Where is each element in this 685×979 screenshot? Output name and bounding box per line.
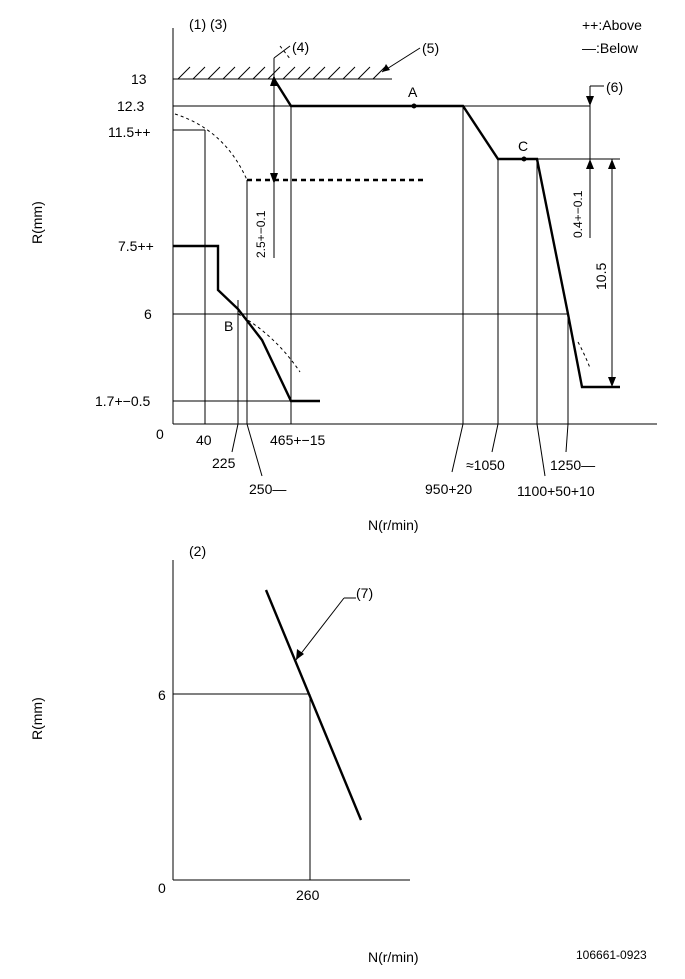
y-tick-11-5: 11.5++	[108, 124, 151, 140]
callout-7: (7)	[356, 585, 373, 601]
dim-0-4: 0.4+−0.1	[571, 190, 585, 238]
dim-6-arrow-top	[586, 96, 594, 106]
callout-5-arrow	[382, 64, 390, 72]
leader-1250	[565, 423, 569, 453]
y-axis-title-2: R(mm)	[29, 697, 45, 740]
x-tick-250: 250—	[249, 481, 286, 497]
dim-4-arrow-bottom	[270, 173, 278, 184]
x-tick-225: 225	[212, 455, 236, 471]
hatch-stopper	[177, 66, 386, 80]
y-tick-13: 13	[131, 71, 147, 87]
top-chart: (1) (3) ++:Above —:Below R(mm) 13 12.3 1…	[29, 16, 657, 533]
point-a-marker	[411, 103, 417, 109]
point-a: A	[408, 84, 418, 100]
dim-2-5: 2.5+−0.1	[254, 210, 268, 258]
point-b: B	[224, 318, 233, 334]
legend-below: —:Below	[582, 40, 639, 56]
bottom-chart: (2) R(mm) 6 0 (7) 260 N(r/min)	[29, 543, 419, 965]
y-axis-title: R(mm)	[29, 201, 45, 244]
dim-10-5: 10.5	[593, 263, 609, 290]
y-tick-1-7: 1.7+−0.5	[95, 393, 150, 409]
y-tick-6-b: 6	[158, 687, 166, 703]
notes-label: (1) (3)	[189, 16, 227, 32]
x-axis-title-2: N(r/min)	[368, 949, 419, 965]
y-tick-0-b: 0	[158, 880, 166, 896]
callout-4-leader	[273, 45, 291, 59]
notes-label-2: (2)	[189, 543, 206, 559]
x-tick-40: 40	[196, 432, 212, 448]
x-tick-465: 465+−15	[270, 432, 325, 448]
dim-10-5-arrow-top	[608, 159, 616, 169]
callout-6: (6)	[606, 79, 623, 95]
dashed-curve-upper	[174, 113, 248, 181]
leader-950	[451, 423, 464, 473]
lever-line	[264, 589, 363, 821]
callout-5: (5)	[422, 40, 439, 56]
point-c: C	[518, 138, 528, 154]
x-tick-1250: 1250—	[550, 457, 595, 473]
callout-7-leader	[295, 597, 345, 661]
y-tick-0: 0	[156, 426, 164, 442]
y-tick-7-5: 7.5++	[118, 238, 154, 254]
dim-4-arrow-top	[270, 75, 278, 86]
x-axis-title: N(r/min)	[368, 517, 419, 533]
dashed-curve-right	[577, 341, 591, 369]
full-load-curve	[272, 78, 620, 389]
leader-225	[231, 423, 239, 453]
leader-250	[246, 423, 263, 477]
x-tick-1100: 1100+50+10	[517, 483, 595, 499]
y-tick-6: 6	[144, 306, 152, 322]
callout-4: (4)	[292, 39, 309, 55]
callout-7-arrow	[296, 649, 304, 660]
point-c-marker	[521, 156, 527, 162]
doc-number: 106661-0923	[576, 948, 647, 962]
x-tick-260: 260	[296, 887, 320, 903]
dim-10-5-arrow-bottom	[608, 377, 616, 387]
leader-1100	[536, 423, 546, 477]
legend-above: ++:Above	[582, 17, 642, 33]
y-tick-12-3: 12.3	[117, 98, 144, 114]
dim-6-arrow-bottom	[586, 159, 594, 169]
dashed-curve-top	[279, 45, 292, 61]
leader-1050	[491, 423, 499, 453]
x-tick-950: 950+20	[425, 481, 472, 497]
idle-curve	[173, 244, 320, 403]
x-tick-1050: ≈1050	[466, 457, 505, 473]
